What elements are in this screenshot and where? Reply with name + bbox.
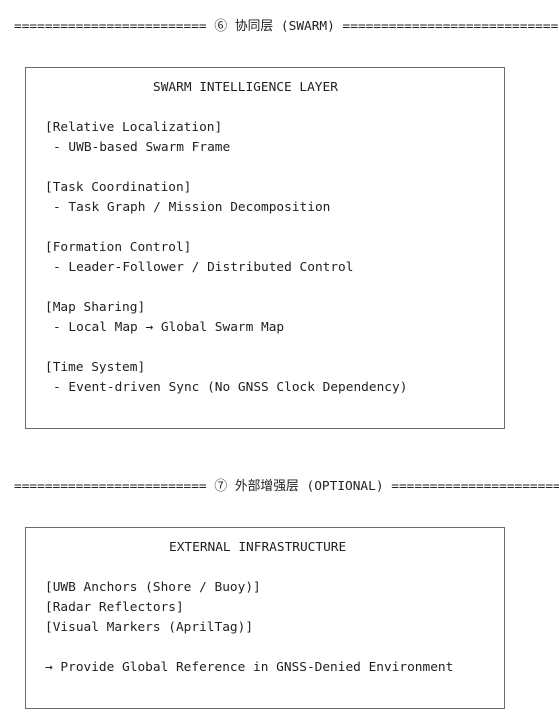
time-system-header: [Time System]	[45, 360, 146, 375]
swarm-box-title: SWARM INTELLIGENCE LAYER	[153, 80, 338, 95]
map-sharing-header: [Map Sharing]	[45, 300, 146, 315]
external-section-separator: ========================= ⑦ 外部增强层 (OPTIO…	[14, 479, 559, 494]
relative-localization-header: [Relative Localization]	[45, 120, 223, 135]
task-coordination-header: [Task Coordination]	[45, 180, 192, 195]
global-reference-note: → Provide Global Reference in GNSS-Denie…	[45, 660, 454, 675]
external-box-title: EXTERNAL INFRASTRUCTURE	[169, 540, 347, 555]
swarm-section-separator: ========================= ⑥ 协同层 (SWARM) …	[14, 19, 559, 34]
uwb-anchors-item: [UWB Anchors (Shore / Buoy)]	[45, 580, 261, 595]
swarm-intelligence-box: SWARM INTELLIGENCE LAYER [Relative Local…	[25, 67, 505, 429]
radar-reflectors-item: [Radar Reflectors]	[45, 600, 184, 615]
external-infrastructure-box: EXTERNAL INFRASTRUCTURE [UWB Anchors (Sh…	[25, 527, 505, 709]
visual-markers-item: [Visual Markers (AprilTag)]	[45, 620, 254, 635]
time-system-detail: - Event-driven Sync (No GNSS Clock Depen…	[53, 380, 408, 395]
task-coordination-detail: - Task Graph / Mission Decomposition	[53, 200, 331, 215]
relative-localization-detail: - UWB-based Swarm Frame	[53, 140, 231, 155]
formation-control-detail: - Leader-Follower / Distributed Control	[53, 260, 354, 275]
map-sharing-detail: - Local Map → Global Swarm Map	[53, 320, 285, 335]
formation-control-header: [Formation Control]	[45, 240, 192, 255]
